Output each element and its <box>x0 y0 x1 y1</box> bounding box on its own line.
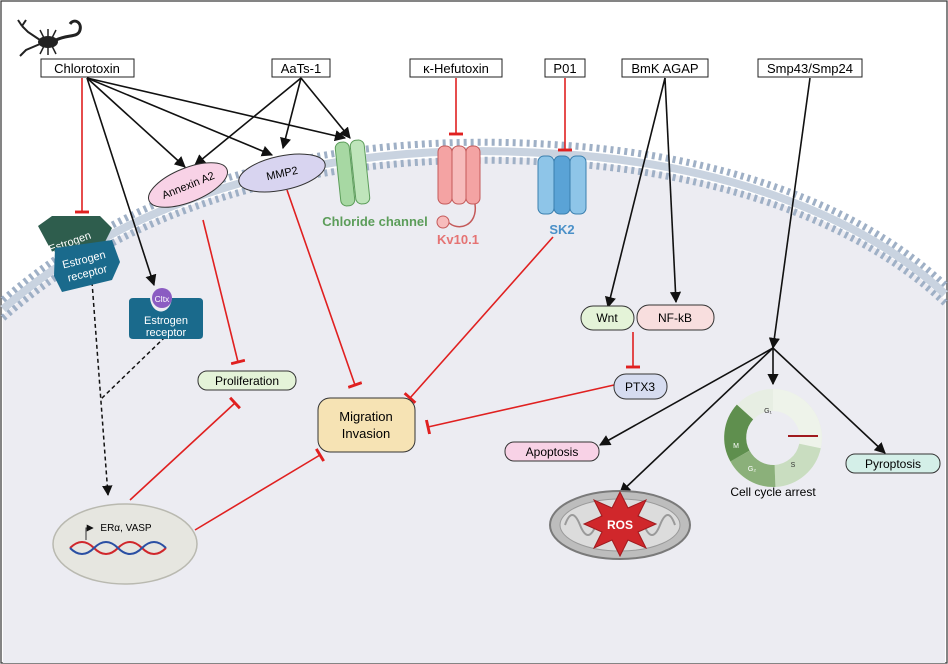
svg-text:Wnt: Wnt <box>596 311 618 325</box>
svg-text:S: S <box>791 462 796 469</box>
svg-text:Migration: Migration <box>339 409 392 424</box>
svg-text:κ-Hefutoxin: κ-Hefutoxin <box>423 61 489 76</box>
svg-text:Cell cycle arrest: Cell cycle arrest <box>730 485 816 499</box>
svg-text:G₂: G₂ <box>748 466 756 473</box>
svg-text:Chlorotoxin: Chlorotoxin <box>54 61 120 76</box>
ptx3-node: PTX3 <box>613 373 668 400</box>
svg-text:SK2: SK2 <box>549 222 574 237</box>
svg-text:ROS: ROS <box>607 518 633 532</box>
svg-text:PTX3: PTX3 <box>625 380 655 394</box>
toxin-hefutoxin: κ-Hefutoxin <box>409 58 503 78</box>
svg-text:Estrogen: Estrogen <box>144 315 188 327</box>
inhibition-lines <box>74 78 641 531</box>
chloride-channel: Chloride channel <box>322 139 428 229</box>
ros-burst-icon: ROS <box>582 490 658 558</box>
svg-text:Kv10.1: Kv10.1 <box>437 232 479 247</box>
dna-helix-icon <box>69 541 167 555</box>
cltx-ligand: Cltx <box>152 288 172 308</box>
svg-text:Cltx: Cltx <box>155 294 170 304</box>
estrogen-receptor-1: Estrogen receptor <box>54 240 120 292</box>
toxin-p01: P01 <box>544 58 586 78</box>
svg-text:Invasion: Invasion <box>342 426 390 441</box>
kv10-channel: Kv10.1 <box>436 145 481 247</box>
svg-text:AaTs-1: AaTs-1 <box>281 61 321 76</box>
svg-text:Smp43/Smp24: Smp43/Smp24 <box>767 61 853 76</box>
pyroptosis-node: Pyroptosis <box>845 453 941 474</box>
svg-text:G₁: G₁ <box>764 408 772 415</box>
svg-text:NF-kB: NF-kB <box>658 311 692 325</box>
svg-text:ERα, VASP: ERα, VASP <box>100 523 151 534</box>
toxin-aats1: AaTs-1 <box>271 58 331 78</box>
toxin-chlorotoxin: Chlorotoxin <box>40 58 135 78</box>
estrogen-receptor-2: Estrogen receptor <box>129 298 203 339</box>
activation-arrows <box>86 77 886 494</box>
svg-text:Pyroptosis: Pyroptosis <box>865 457 921 471</box>
sk2-channel: SK2 <box>537 155 587 237</box>
nfkb-node: NF-kB <box>636 304 715 331</box>
wnt-node: Wnt <box>580 305 635 331</box>
svg-text:M: M <box>733 443 739 450</box>
svg-text:Chloride channel: Chloride channel <box>322 214 427 229</box>
svg-text:Proliferation: Proliferation <box>215 374 279 388</box>
nuclear-signaling <box>91 281 166 497</box>
toxin-smp: Smp43/Smp24 <box>757 58 863 78</box>
toxin-bmkagap: BmK AGAP <box>621 58 709 78</box>
svg-text:receptor: receptor <box>146 327 187 339</box>
svg-text:P01: P01 <box>553 61 576 76</box>
migration-invasion-node: Migration Invasion <box>317 397 416 453</box>
cell-cycle-icon: G₁ S G₂ M Cell cycle arrest <box>724 389 822 499</box>
proliferation-node: Proliferation <box>197 370 297 391</box>
svg-text:Apoptosis: Apoptosis <box>526 445 579 459</box>
svg-text:BmK AGAP: BmK AGAP <box>631 61 698 76</box>
scorpion-icon <box>17 19 82 57</box>
apoptosis-node: Apoptosis <box>504 441 600 462</box>
mmp2: MMP2 <box>238 153 326 193</box>
